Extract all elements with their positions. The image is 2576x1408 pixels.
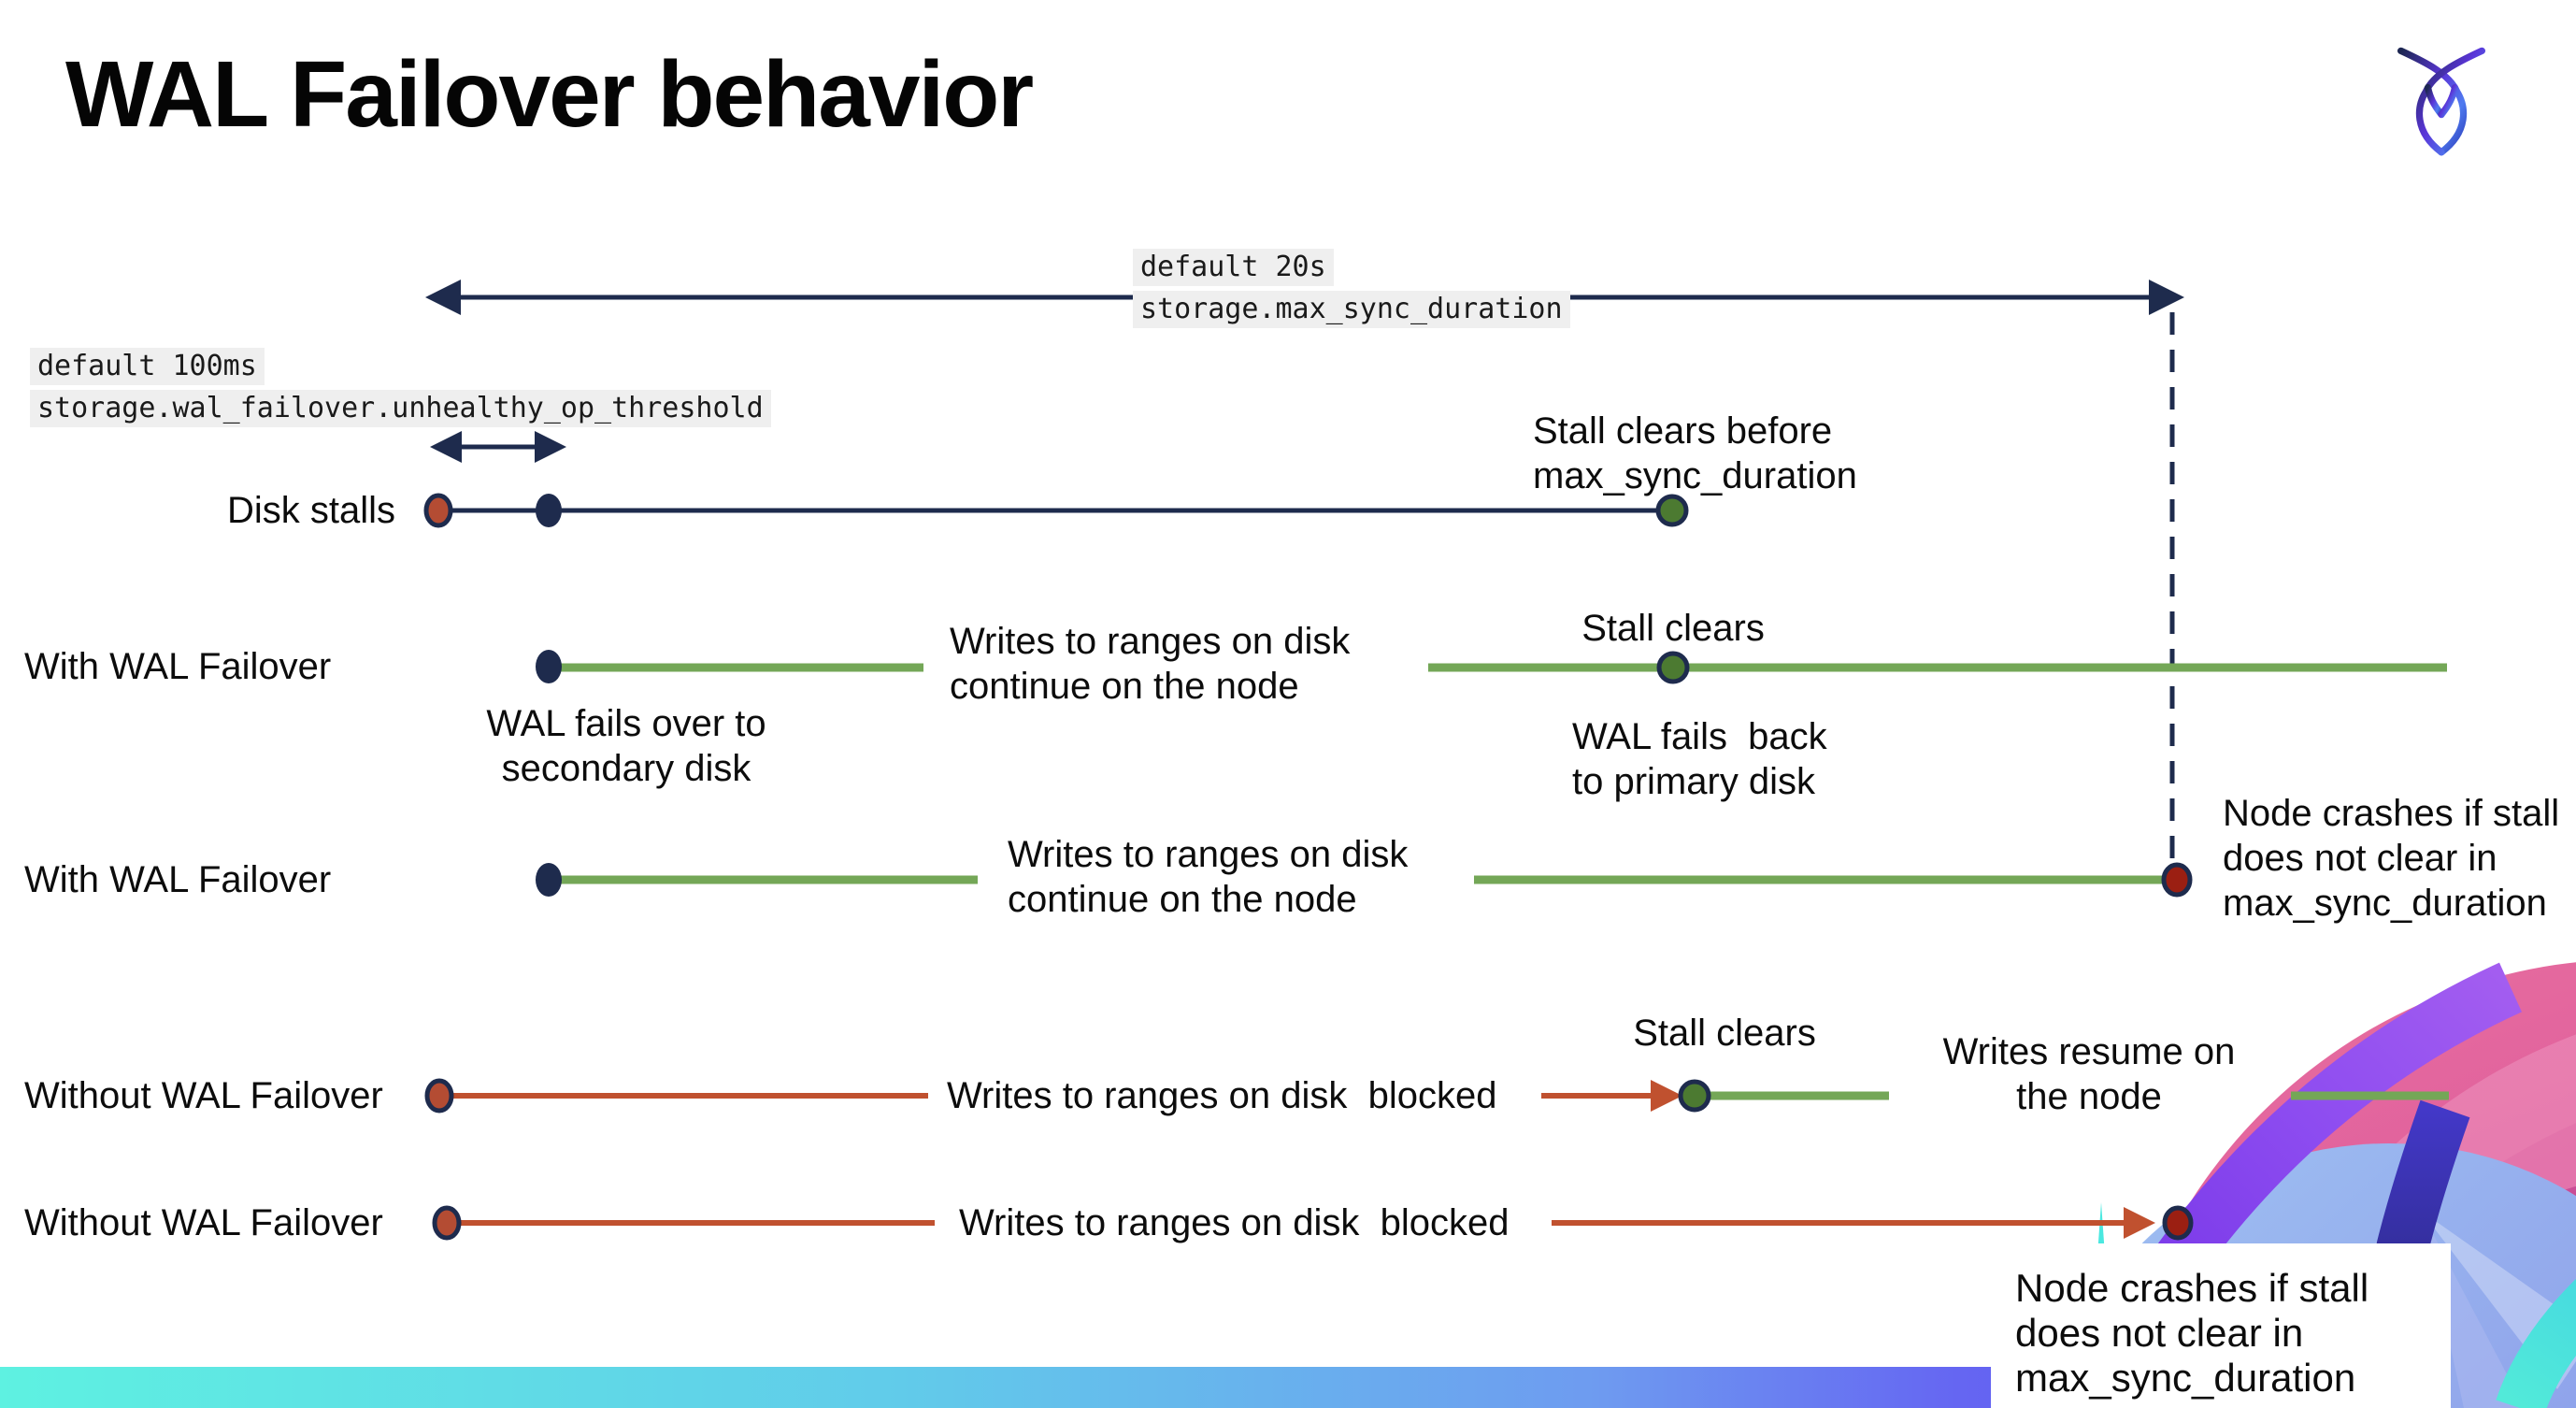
logo-paths — [2397, 47, 2486, 156]
max-sync-default-value: default 20s — [1133, 249, 1334, 286]
without-failover-crash-timeline — [432, 1205, 2194, 1241]
node-crash-dot-2 — [2162, 1205, 2194, 1241]
note-writes-blocked-1: Writes to ranges on disk blocked — [947, 1075, 1497, 1116]
page-title: WAL Failover behavior — [65, 42, 1034, 147]
threshold-setting-name: storage.wal_failover.unhealthy_op_thresh… — [30, 390, 771, 427]
note-writes-resume: Writes resume on the node — [1942, 1031, 2236, 1117]
failover-trigger-dot — [536, 494, 562, 527]
stall-start-dot — [423, 493, 453, 528]
node-crash-dot — [2161, 862, 2193, 898]
threshold-default-value: default 100ms — [30, 348, 265, 385]
note-stall-clears-1: Stall clears — [1581, 608, 1765, 649]
blocked-arrowhead-2 — [2124, 1207, 2155, 1239]
without-failover-clears-timeline — [424, 1078, 2449, 1113]
wal-failover-crash-timeline — [536, 862, 2193, 898]
unhealthy-op-threshold-label: default 100ms storage.wal_failover.unhea… — [30, 348, 771, 427]
note-wal-fails-over: WAL fails over to secondary disk — [486, 703, 766, 789]
stall-clears-dot — [1655, 494, 1689, 527]
stall-clears-dot-2 — [1678, 1079, 1711, 1113]
stall-start-dot-3 — [432, 1205, 462, 1241]
note-writes-continue-2: Writes to ranges on disk continue on the… — [1008, 834, 1409, 920]
blocked-arrowhead — [1651, 1080, 1682, 1112]
note-wal-fails-back: WAL fails back to primary disk — [1572, 716, 1827, 802]
row-label-disk-stalls: Disk stalls — [227, 490, 396, 531]
note-stall-clears-2: Stall clears — [1633, 1013, 1816, 1054]
row-label-without-wal-failover-1: Without WAL Failover — [24, 1075, 383, 1116]
wal-failover-clears-timeline — [536, 650, 2447, 684]
failover-dot — [536, 650, 562, 683]
note-node-crashes-2: Node crashes if stall does not clear in … — [2015, 1266, 2369, 1400]
row-label-with-wal-failover-1: With WAL Failover — [24, 646, 332, 687]
row-label-without-wal-failover-2: Without WAL Failover — [24, 1202, 383, 1243]
note-writes-blocked-2: Writes to ranges on disk blocked — [959, 1202, 1510, 1243]
row-label-with-wal-failover-2: With WAL Failover — [24, 859, 332, 900]
note-stall-clears-before: Stall clears before max_sync_duration — [1533, 410, 1857, 496]
stall-start-dot-2 — [424, 1078, 454, 1113]
max-sync-duration-label: default 20s storage.max_sync_duration — [1133, 249, 1570, 328]
cockroachdb-logo-icon — [2397, 47, 2486, 156]
unhealthy-op-threshold-arrow — [430, 431, 566, 463]
note-node-crashes-1: Node crashes if stall does not clear in … — [2223, 793, 2560, 924]
failover-dot-2 — [536, 863, 562, 897]
crash-note-box — [1991, 1243, 2451, 1408]
max-sync-setting-name: storage.max_sync_duration — [1133, 291, 1570, 328]
disk-stalls-timeline — [423, 493, 1689, 528]
note-writes-continue-1: Writes to ranges on disk continue on the… — [950, 621, 1351, 707]
failback-dot — [1656, 651, 1690, 684]
